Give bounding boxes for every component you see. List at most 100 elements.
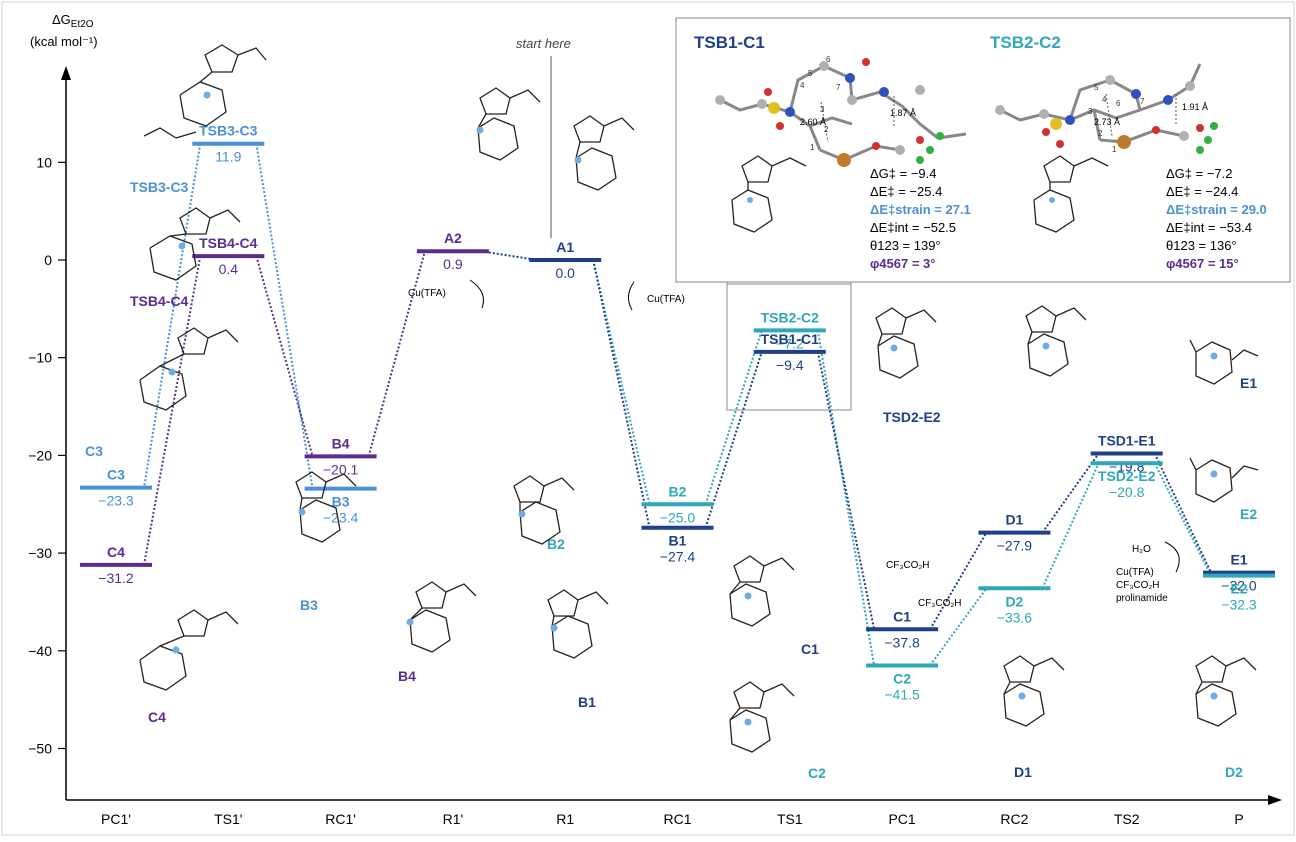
inset-left-distance-1: 1.87 Å <box>890 108 916 118</box>
structure-label-c2: C2 <box>808 765 826 781</box>
inset-right-atom-5: 5 <box>1094 83 1099 92</box>
inset-left-title: TSB1-C1 <box>694 33 765 52</box>
energy-level-value: −31.2 <box>98 570 134 586</box>
energy-level-name: D1 <box>1005 512 1023 528</box>
y-axis-arrow <box>61 66 71 80</box>
structure-b4 <box>406 581 477 653</box>
structure-tsd2e2 <box>875 307 937 379</box>
structure-d2 <box>1195 655 1257 727</box>
structure-label-b3: B3 <box>300 597 318 613</box>
connection-path <box>592 259 651 528</box>
structure-label-tsb4c4: TSB4-C4 <box>130 293 189 309</box>
x-tick-label: P <box>1234 811 1243 827</box>
structure-labels: TSB3-C3 TSB4-C4 C3 C4 B3 B4 B2 B1 C1 C2 … <box>85 179 1257 781</box>
energy-levels: C3−23.3C4−31.2TSB3-C311.9TSB4-C40.4B4−20… <box>80 123 1275 702</box>
energy-level-name: TSB3-C3 <box>199 123 258 139</box>
energy-level-value: −23.3 <box>98 493 134 509</box>
reagent-arrow-right <box>628 281 635 311</box>
inset-stat-line: ΔE‡ = −24.4 <box>1166 184 1238 199</box>
energy-level-value: −33.6 <box>997 609 1033 625</box>
energy-level-name: D2 <box>1005 593 1023 609</box>
inset-stat-line: φ4567 = 15° <box>1166 256 1239 271</box>
structure-label-b2: B2 <box>547 536 565 552</box>
inset-stat-line: ΔG‡ = −7.2 <box>1166 166 1233 181</box>
inset-left-atom-5: 5 <box>808 69 813 78</box>
structure-c2 <box>729 681 795 753</box>
structure-a1 <box>573 115 635 191</box>
energy-level-value: −32.0 <box>1221 578 1257 594</box>
x-tick-label: R1' <box>443 811 464 827</box>
energy-level-name: C1 <box>893 608 911 624</box>
inset-right-3d-structure: 1.91 Å 2.73 Å 1 2 3 4 5 6 7 <box>995 63 1218 154</box>
x-tick-label: TS2 <box>1114 811 1140 827</box>
energy-level-name: TSB1-C1 <box>761 331 820 347</box>
y-tick-label: 0 <box>44 252 52 268</box>
inset-right-atom-7: 7 <box>1140 97 1145 106</box>
inset-right-atom-4: 4 <box>1102 95 1107 104</box>
connection-path <box>255 143 314 489</box>
structure-label-d2: D2 <box>1225 764 1243 780</box>
connection-path <box>143 255 202 566</box>
energy-level-value: −7.2 <box>776 335 804 351</box>
energy-level-name: E2 <box>1230 581 1247 597</box>
structure-tsb3c3 <box>143 44 267 139</box>
y-tick-label: −50 <box>28 741 52 757</box>
connection-path <box>816 330 876 666</box>
energy-level-name: C4 <box>107 544 125 560</box>
structure-b2 <box>513 475 575 545</box>
structure-tsd1e1 <box>1025 305 1087 377</box>
reagent-cf3co2h-top: CF₃CO₂H <box>886 560 930 571</box>
energy-level-name: B3 <box>332 494 350 510</box>
inset-stat-line: ΔE‡int = −52.5 <box>870 220 956 235</box>
connection-path <box>1041 452 1100 534</box>
inset-stat-line: ΔE‡ = −25.4 <box>870 184 942 199</box>
inset-left-atom-7: 7 <box>836 83 841 92</box>
energy-level-name: TSD1-E1 <box>1098 432 1156 448</box>
y-tick-label: −20 <box>28 447 52 463</box>
molecule-sketches <box>139 44 1259 753</box>
inset-right-atom-6: 6 <box>1116 99 1121 108</box>
connection-paths <box>143 143 1212 667</box>
connection-path <box>704 330 763 505</box>
reagent-arrow-water <box>1164 541 1180 573</box>
y-tick-label: 10 <box>36 154 52 170</box>
inset-right-atom-2: 2 <box>1098 129 1103 138</box>
energy-level-name: TSB4-C4 <box>199 235 258 251</box>
energy-level-value: −37.8 <box>884 634 920 650</box>
energy-level-value: 0.4 <box>219 261 239 277</box>
structure-label-c4: C4 <box>148 709 166 725</box>
energy-level-name: E1 <box>1230 552 1247 568</box>
y-axis-label-unit: (kcal mol⁻¹) <box>30 34 98 49</box>
connection-path <box>1153 453 1212 574</box>
x-tick-label: R1 <box>556 811 574 827</box>
inset-left-atom-1: 1 <box>810 143 815 152</box>
inset-frame <box>675 17 1291 283</box>
x-tick-label: RC1 <box>663 811 691 827</box>
energy-level-name: TSB2-C2 <box>761 309 820 325</box>
energy-level-value: −23.4 <box>323 510 359 526</box>
reagent-water: H₂O <box>1132 544 1151 555</box>
inset-panel: TSB1-C1 TSB2-C2 <box>675 17 1291 283</box>
structure-c4 <box>139 609 239 691</box>
structure-e1 <box>1189 339 1259 385</box>
y-tick-label: −30 <box>28 545 52 561</box>
reagent-final-2: CF₃CO₂H <box>1116 580 1160 591</box>
energy-level-name: C3 <box>107 467 125 483</box>
energy-level-name: A2 <box>444 230 462 246</box>
energy-level-value: 11.9 <box>215 149 241 165</box>
inset-left-atom-4: 4 <box>800 81 805 90</box>
inset-stat-line: ΔE‡strain = 29.0 <box>1166 202 1267 217</box>
ts1-highlight-box <box>726 283 852 411</box>
energy-level-name: B1 <box>669 533 687 549</box>
energy-level-value: −9.4 <box>776 357 804 373</box>
energy-level-value: −41.5 <box>884 686 920 702</box>
y-axis-label-symbol: ΔGEt2O <box>52 12 94 30</box>
inset-stat-line: ΔE‡int = −53.4 <box>1166 220 1252 235</box>
inset-stat-line: ΔE‡strain = 27.1 <box>870 202 971 217</box>
energy-level-name: B4 <box>332 435 350 451</box>
inset-right-distance-1: 1.91 Å <box>1182 102 1208 112</box>
inset-right-atom-1: 1 <box>1112 145 1117 154</box>
